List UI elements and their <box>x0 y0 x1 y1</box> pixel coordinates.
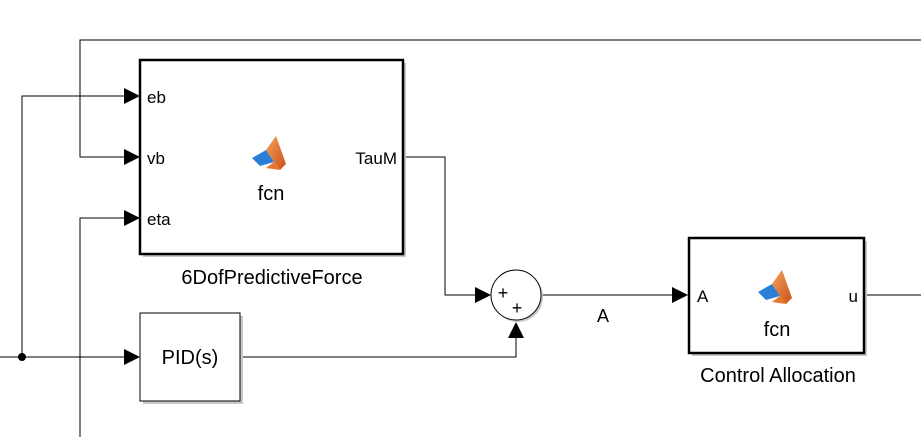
matlab-logo-icon <box>252 136 286 170</box>
predictive-fcn-label: fcn <box>258 183 285 205</box>
matlab-logo-icon <box>758 270 792 304</box>
port-eb-label: eb <box>147 88 166 107</box>
sum-sign-bottom: + <box>512 298 523 318</box>
arrow-pid-in <box>124 349 140 365</box>
sum-block[interactable]: + + <box>490 269 543 322</box>
arrow-eb <box>124 88 140 104</box>
line-branch-to-eb[interactable] <box>21 95 124 357</box>
pid-block[interactable]: PID(s) <box>139 312 243 404</box>
port-vb-label: vb <box>147 149 165 168</box>
line-pid-to-sum[interactable] <box>242 338 517 358</box>
arrow-sum-in-bottom <box>508 322 524 338</box>
line-feedback-to-vb[interactable] <box>79 39 921 158</box>
pid-block-body[interactable] <box>139 312 241 402</box>
predictive-force-block[interactable]: eb vb eta TauM fcn 6DofPredictiveForce <box>138 58 406 289</box>
arrow-eta <box>124 210 140 226</box>
arrow-vb <box>124 149 140 165</box>
allocation-block-name: Control Allocation <box>700 365 856 387</box>
arrow-sum-in-left <box>475 287 491 303</box>
arrow-allocation-in <box>672 287 688 303</box>
port-taum-label: TauM <box>355 149 397 168</box>
branch-junction-dot <box>18 353 26 361</box>
signal-a-label: A <box>597 306 609 326</box>
sum-sign-left: + <box>498 283 509 303</box>
arrowheads <box>124 88 688 365</box>
control-allocation-block[interactable]: A u fcn Control Allocation <box>687 236 867 387</box>
predictive-block-name: 6DofPredictiveForce <box>181 267 362 289</box>
line-taum-to-sum[interactable] <box>404 156 476 296</box>
port-eta-label: eta <box>147 210 171 229</box>
sum-block-body[interactable] <box>490 269 542 321</box>
allocation-port-a-label: A <box>697 287 709 306</box>
allocation-port-u-label: u <box>849 287 858 306</box>
line-to-eta[interactable] <box>79 217 124 437</box>
pid-label: PID(s) <box>162 347 219 369</box>
allocation-fcn-label: fcn <box>764 319 791 341</box>
